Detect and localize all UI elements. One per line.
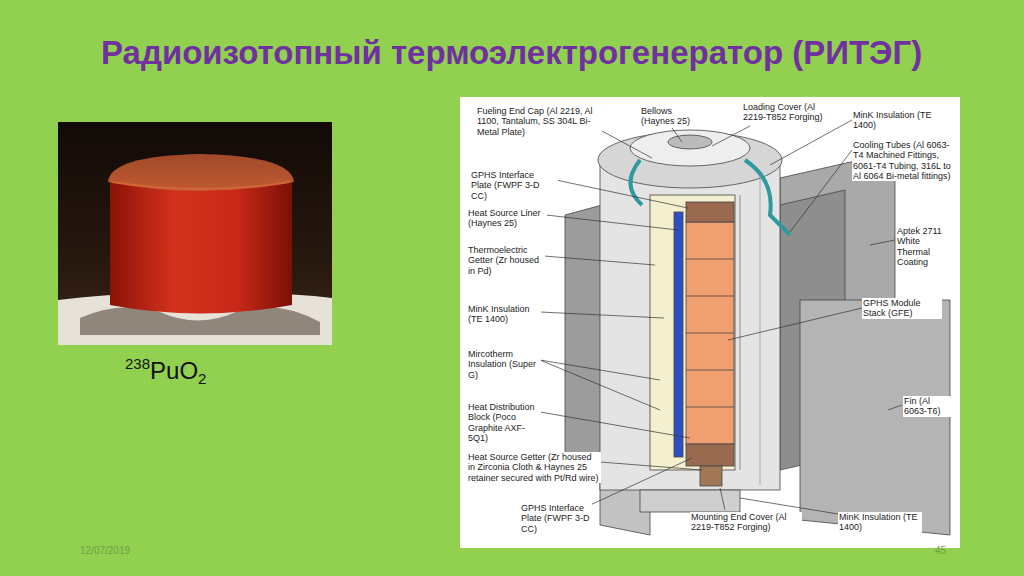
callout-label: Heat Source Liner (Haynes 25) bbox=[467, 208, 547, 229]
slide-date: 12/07/2019 bbox=[80, 545, 130, 556]
callout-label: Fueling End Cap (Al 2219, Al 1100, Tanta… bbox=[476, 106, 602, 137]
callout-label: Heat Source Getter (Zr housed in Zirconi… bbox=[467, 452, 601, 483]
isotope-formula: 238PuO2 bbox=[125, 355, 206, 387]
callout-label: Aptek 2711 White Thermal Coating bbox=[896, 226, 956, 267]
pellet-photo bbox=[58, 122, 332, 345]
callout-label: GPHS Module Stack (GFE) bbox=[862, 298, 942, 319]
page-number: 45 bbox=[935, 545, 946, 556]
callout-label: MinK Insulation (TE 1400) bbox=[838, 512, 922, 533]
callout-label: MinK Insulation (TE 1400) bbox=[852, 110, 934, 131]
slide-title: Радиоизотопный термоэлектрогенератор (РИ… bbox=[101, 34, 922, 72]
callout-label: Mircotherm Insulation (Super G) bbox=[467, 349, 541, 380]
callout-label: Loading Cover (Al 2219-T852 Forging) bbox=[742, 102, 834, 123]
callout-label: GPHS Interface Plate (FWPF 3-D CC) bbox=[520, 503, 592, 534]
rtg-drawing bbox=[565, 130, 950, 535]
callout-label: Bellows (Haynes 25) bbox=[640, 106, 704, 127]
callout-label: Heat Distribution Block (Poco Graphite A… bbox=[467, 402, 541, 443]
callout-label: GPHS Interface Plate (FWPF 3-D CC) bbox=[470, 170, 558, 201]
diagram-panel bbox=[460, 97, 960, 548]
callout-label: Fin (Al 6063-T6) bbox=[903, 396, 955, 417]
callout-label: Thermoelectric Getter (Zr housed in Pd) bbox=[467, 245, 545, 276]
callout-label: Mounting End Cover (Al 2219-T852 Forging… bbox=[690, 512, 802, 533]
callout-label: Cooling Tubes (Al 6063-T4 Machined Fitti… bbox=[852, 140, 958, 181]
callout-label: MinK Insulation (TE 1400) bbox=[467, 304, 541, 325]
